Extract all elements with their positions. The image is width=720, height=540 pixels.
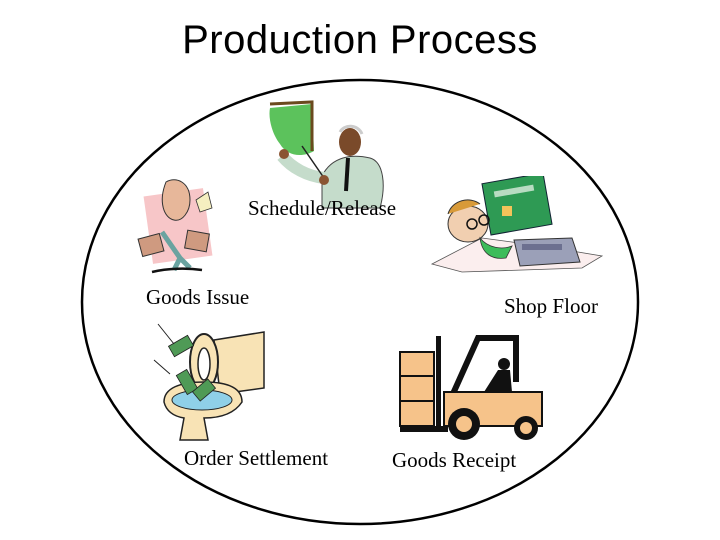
step-label-schedule-release: Schedule/Release — [248, 196, 397, 220]
step-label-order-settlement: Order Settlement — [184, 446, 329, 470]
step-label-shop-floor: Shop Floor — [504, 294, 598, 318]
money-in-toilet-icon — [153, 323, 265, 441]
step-label-goods-issue: Goods Issue — [146, 285, 250, 309]
page-title: Production Process — [182, 18, 538, 62]
man-carrying-boxes-icon — [137, 179, 213, 274]
forklift-icon — [399, 335, 543, 440]
step-label-goods-receipt: Goods Receipt — [392, 448, 517, 472]
technician-with-circuit-board-icon — [430, 176, 604, 273]
presenter-at-chalkboard-icon — [269, 100, 384, 209]
